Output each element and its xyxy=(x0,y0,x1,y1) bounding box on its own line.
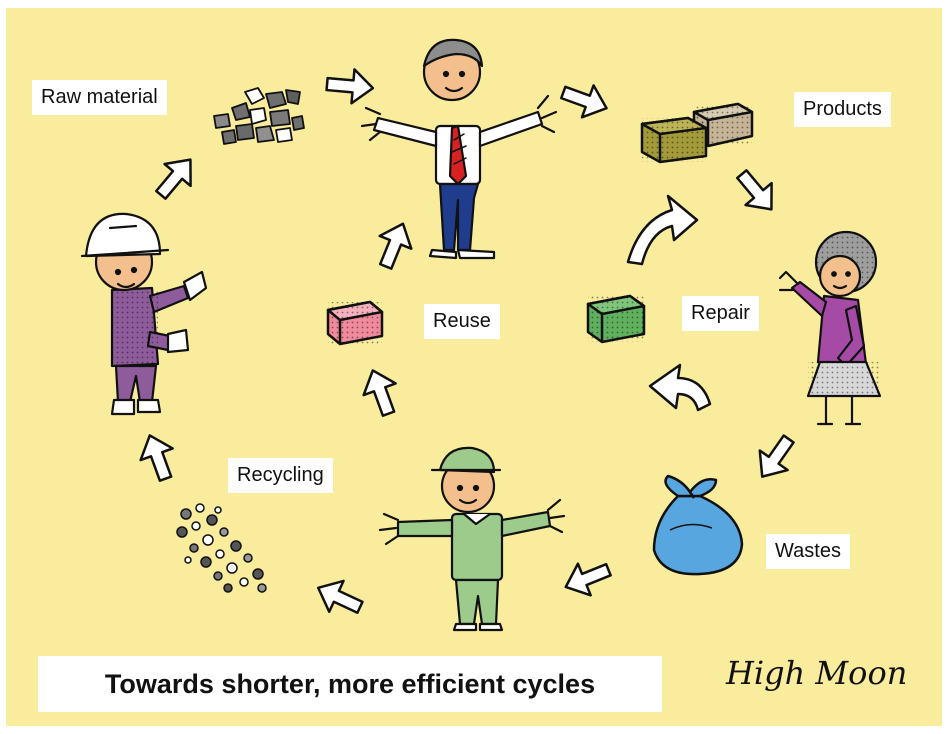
label-recycling: Recycling xyxy=(228,458,333,493)
diagram-title: Towards shorter, more efficient cycles xyxy=(38,656,662,712)
arrow-icon xyxy=(747,427,804,488)
reuse-box-icon xyxy=(326,300,384,346)
artist-signature: High Moon xyxy=(726,654,908,692)
waste-bag-icon xyxy=(652,474,744,576)
label-raw-material: Raw material xyxy=(32,80,167,115)
raw-material-stones-icon xyxy=(213,87,305,145)
arrow-icon xyxy=(558,552,617,605)
arrow-icon xyxy=(309,571,369,624)
arrow-icon xyxy=(556,75,614,126)
repair-box-icon xyxy=(586,294,646,344)
product-boxes-icon xyxy=(640,102,754,164)
arrow-icon xyxy=(727,161,786,222)
arrow-icon xyxy=(132,428,183,486)
curved-arrow-icon xyxy=(648,363,712,412)
inner-arrows xyxy=(355,194,712,421)
arrow-icon xyxy=(324,65,376,107)
arrow-icon xyxy=(146,147,205,208)
label-products: Products xyxy=(794,92,891,127)
label-repair: Repair xyxy=(682,296,759,331)
label-reuse: Reuse xyxy=(424,304,500,339)
arrow-icon xyxy=(368,216,421,275)
grandma-figure xyxy=(778,230,882,426)
curved-arrow-icon xyxy=(626,194,699,266)
engineer-figure xyxy=(80,212,208,416)
arrow-icon xyxy=(355,363,406,421)
recycled-granules-icon xyxy=(176,503,267,593)
businessman-figure xyxy=(360,38,558,260)
worker-figure xyxy=(378,446,566,632)
label-wastes: Wastes xyxy=(766,534,850,569)
